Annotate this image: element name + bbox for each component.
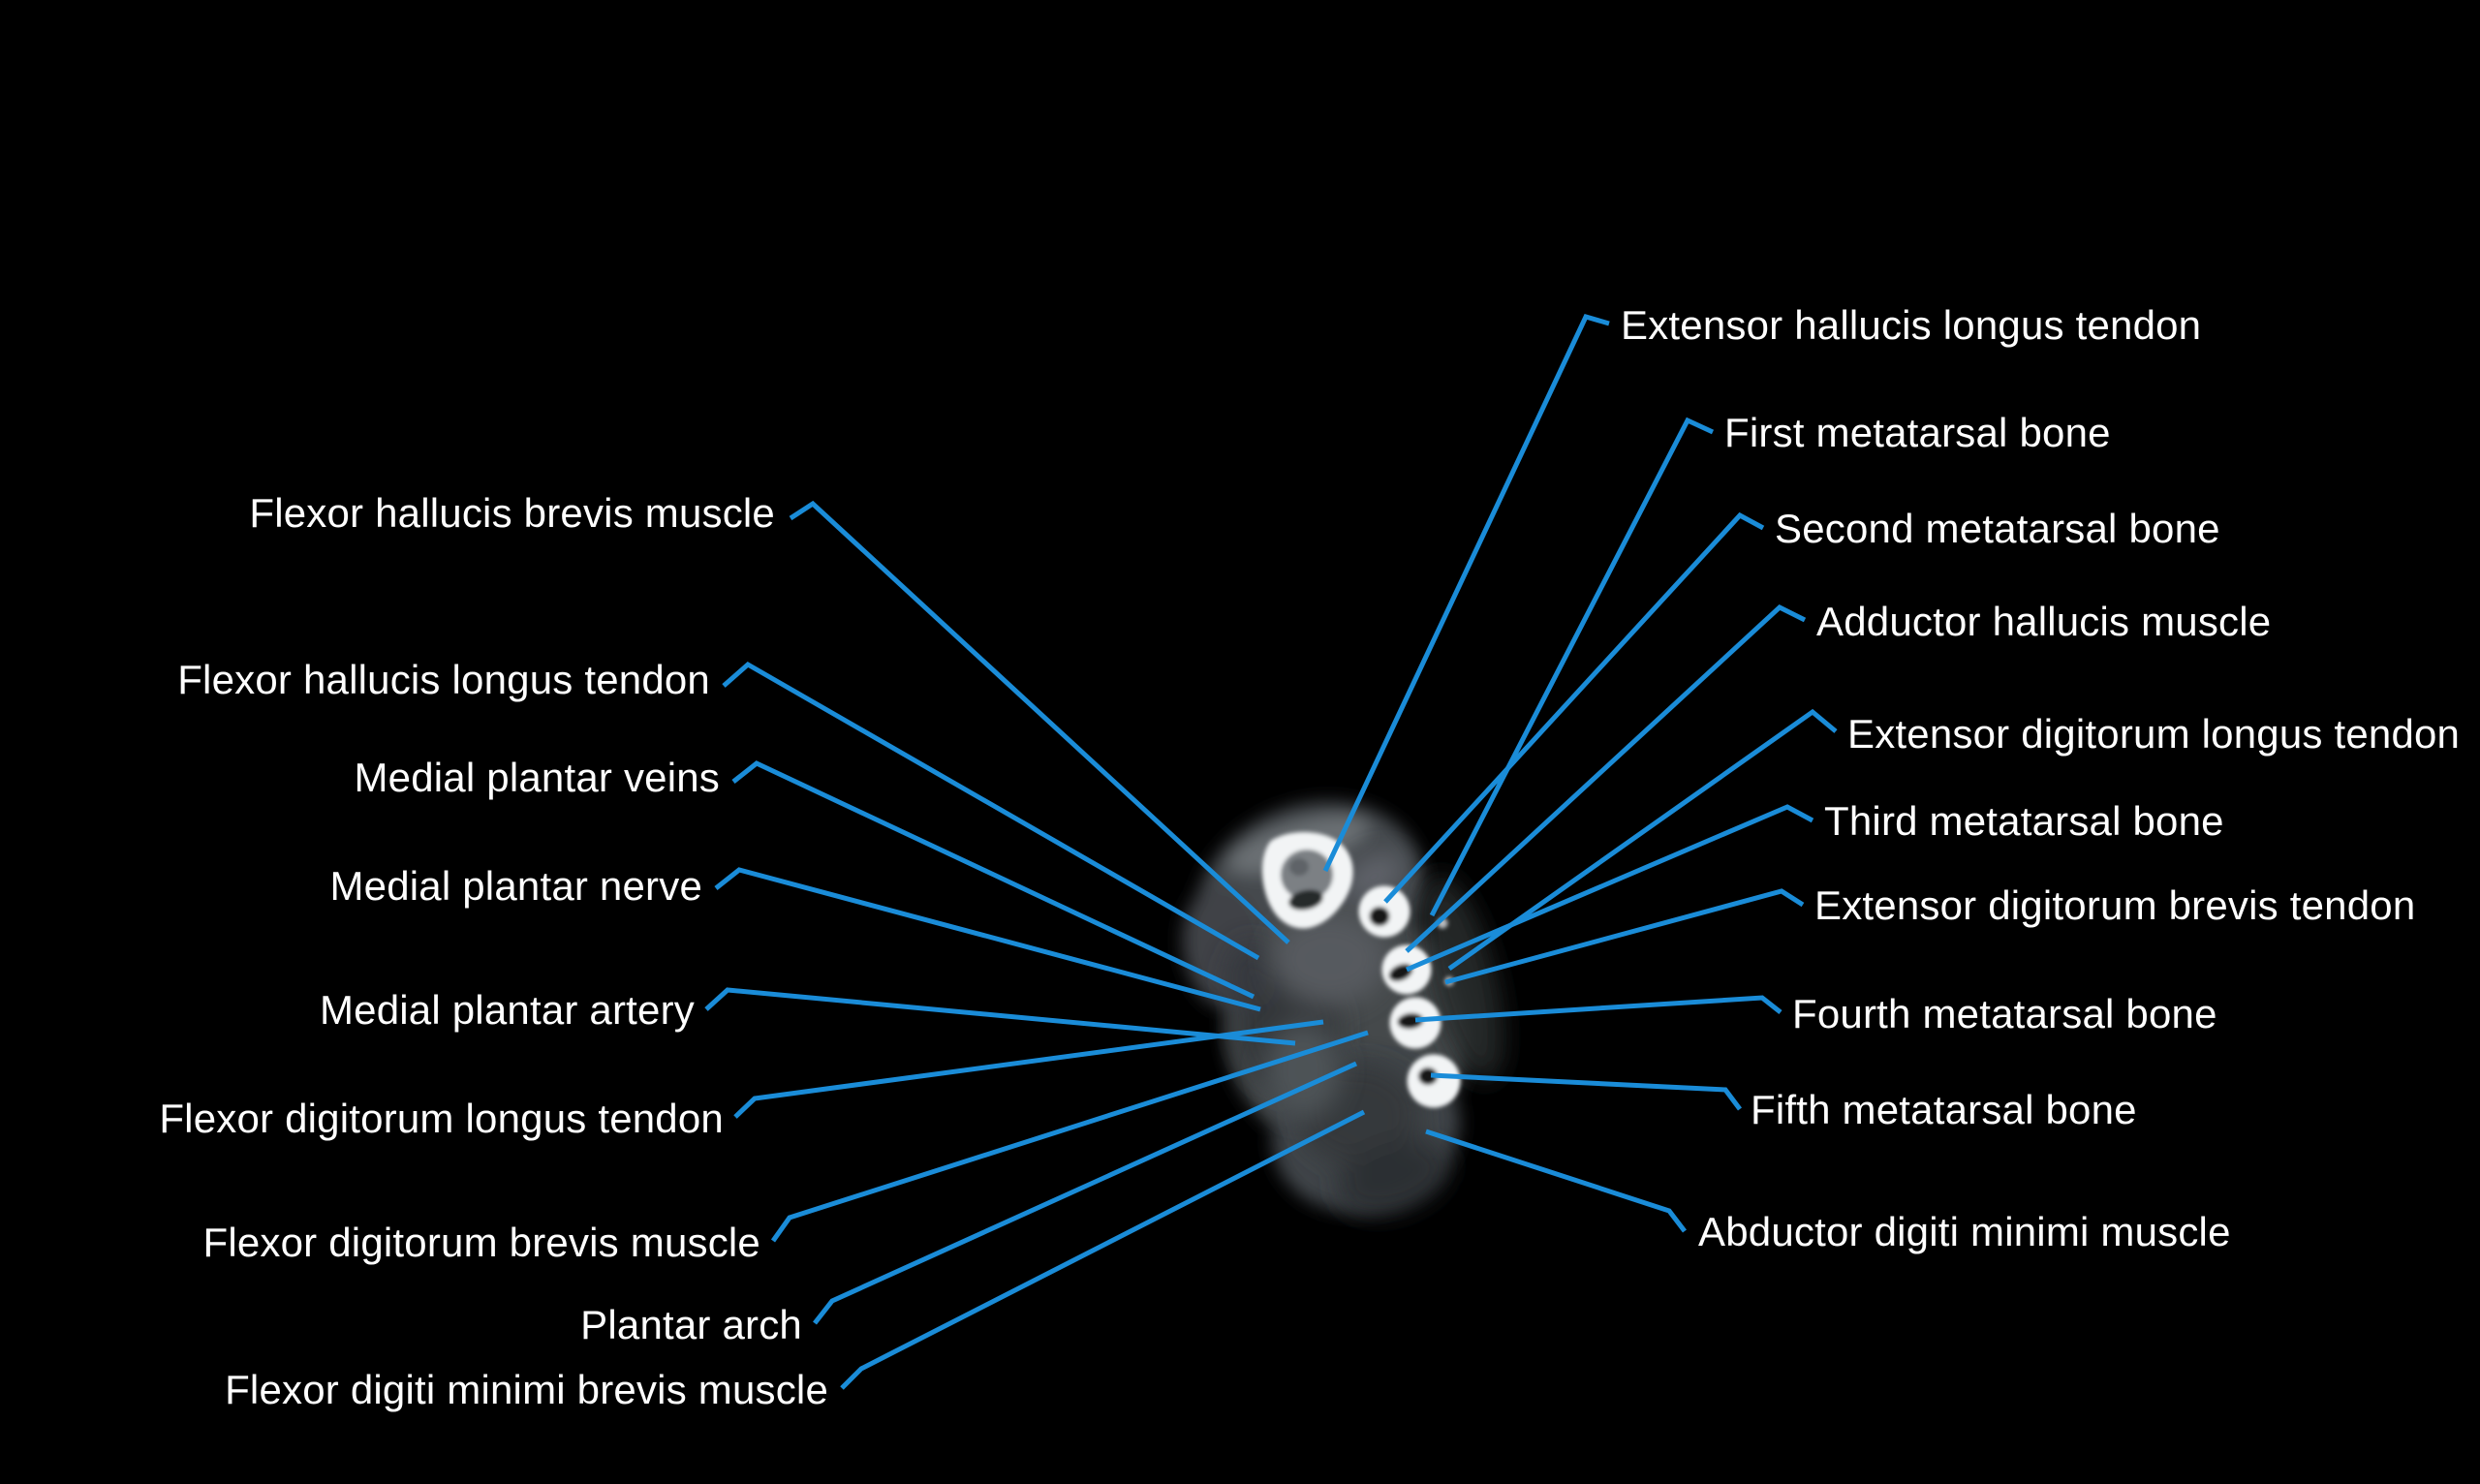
leader-line	[1430, 1072, 1742, 1111]
anatomy-label-fourth-metatarsal-bone: Fourth metatarsal bone	[1792, 991, 2217, 1036]
anatomy-label-extensor-digitorum-brevis-tendon: Extensor digitorum brevis tendon	[1814, 882, 2416, 928]
leader-line	[770, 1030, 1369, 1243]
leader-line	[1444, 888, 1805, 985]
leader-line	[1447, 708, 1838, 972]
anatomy-label-medial-plantar-artery: Medial plantar artery	[319, 987, 695, 1033]
leader-line	[1322, 314, 1610, 873]
leader-line	[731, 760, 1256, 1000]
anatomy-label-first-metatarsal-bone: First metatarsal bone	[1724, 410, 2111, 455]
leader-line	[813, 1061, 1358, 1325]
leader-line	[704, 987, 1296, 1046]
leader-line	[1383, 511, 1765, 904]
anatomy-label-extensor-hallucis-longus-tendon: Extensor hallucis longus tendon	[1621, 302, 2202, 348]
leader-line	[1414, 995, 1782, 1023]
anatomy-label-fifth-metatarsal-bone: Fifth metatarsal bone	[1751, 1087, 2137, 1132]
leader-line	[714, 867, 1261, 1012]
anatomy-label-flexor-hallucis-brevis-muscle: Flexor hallucis brevis muscle	[249, 490, 775, 536]
leader-line	[789, 500, 1290, 944]
anatomy-label-plantar-arch: Plantar arch	[580, 1302, 802, 1347]
anatomy-label-third-metatarsal-bone: Third metatarsal bone	[1824, 798, 2224, 844]
anatomy-label-medial-plantar-veins: Medial plantar veins	[354, 755, 720, 800]
leader-line	[733, 1019, 1324, 1119]
anatomy-label-flexor-hallucis-longus-tendon: Flexor hallucis longus tendon	[177, 657, 710, 702]
anatomy-label-medial-plantar-nerve: Medial plantar nerve	[329, 863, 702, 909]
leader-line	[1405, 603, 1807, 953]
anatomy-label-abductor-digiti-minimi-muscle: Abductor digiti minimi muscle	[1698, 1209, 2231, 1254]
leader-line	[840, 1109, 1366, 1390]
anatomy-label-flexor-digiti-minimi-brevis-muscle: Flexor digiti minimi brevis muscle	[225, 1367, 828, 1412]
anatomy-label-extensor-digitorum-longus-tendon: Extensor digitorum longus tendon	[1847, 711, 2461, 757]
anatomy-label-flexor-digitorum-longus-tendon: Flexor digitorum longus tendon	[159, 1096, 724, 1141]
anatomy-label-second-metatarsal-bone: Second metatarsal bone	[1775, 506, 2220, 551]
leader-lines	[704, 314, 1838, 1390]
anatomy-label-adductor-hallucis-muscle: Adductor hallucis muscle	[1816, 599, 2272, 644]
leader-line	[1406, 804, 1814, 973]
leader-line	[722, 661, 1260, 961]
leader-line	[1425, 1128, 1687, 1233]
leader-line	[1429, 417, 1715, 917]
anatomy-label-flexor-digitorum-brevis-muscle: Flexor digitorum brevis muscle	[202, 1220, 760, 1265]
